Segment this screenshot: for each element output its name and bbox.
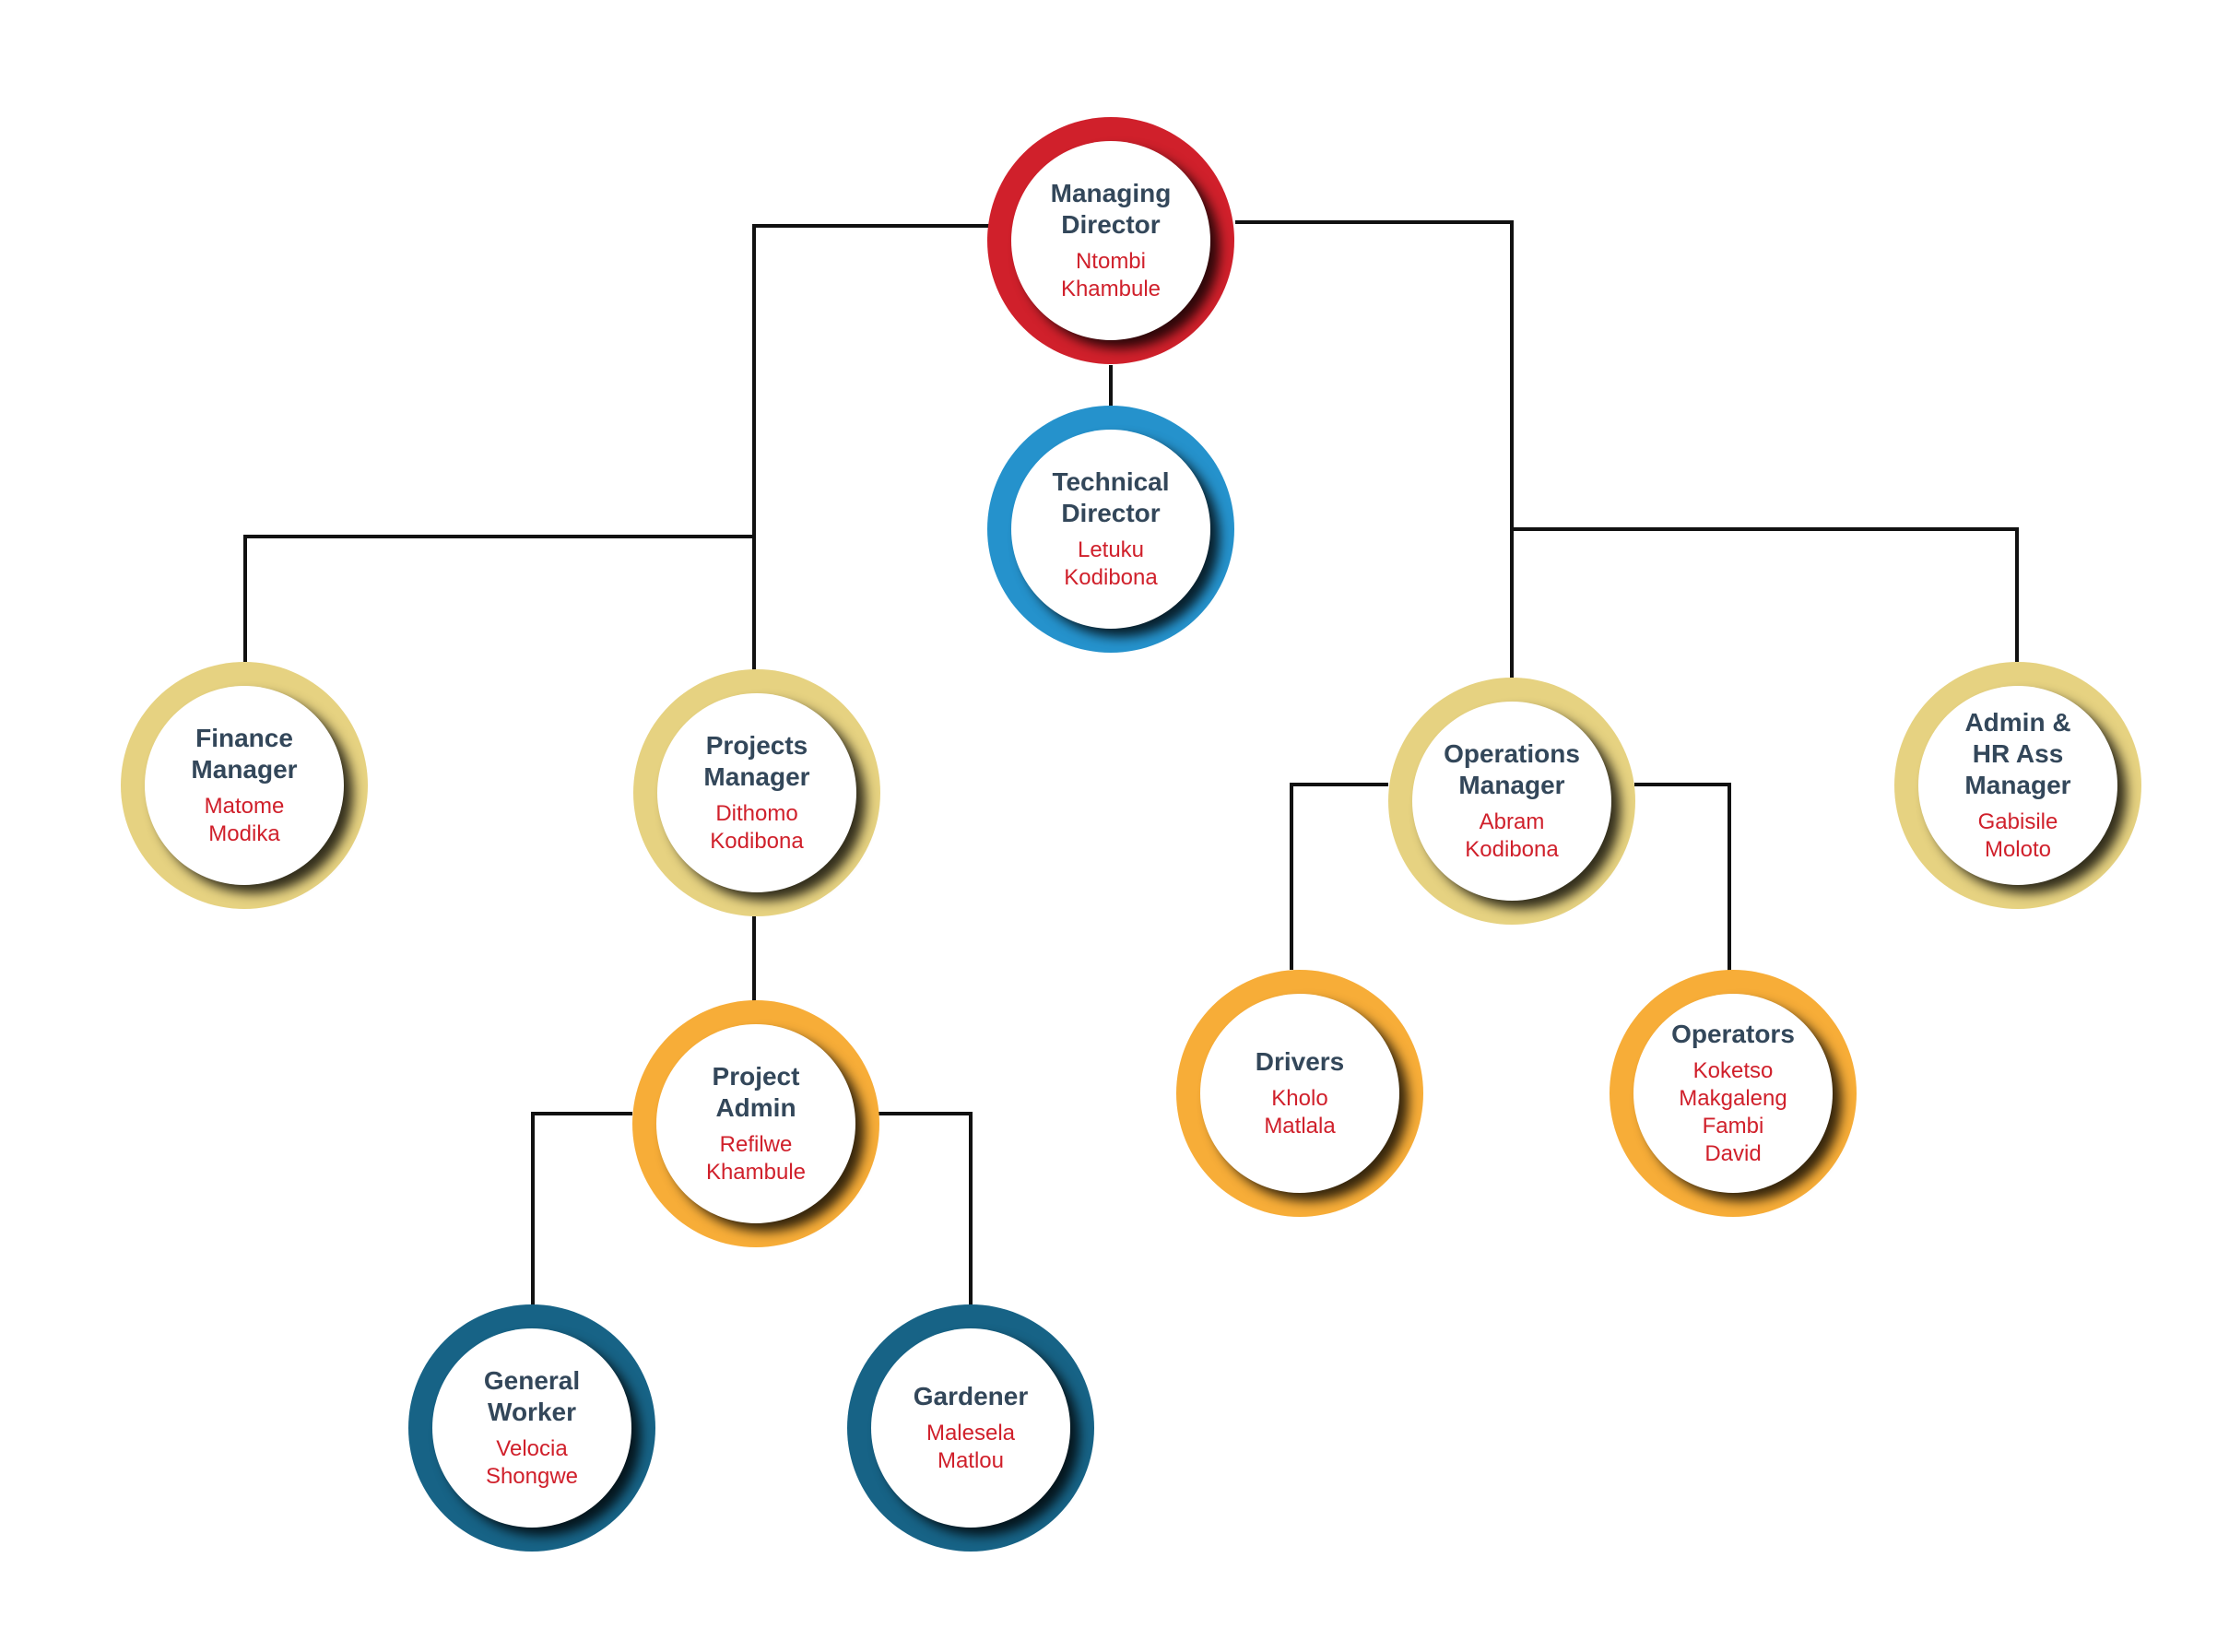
node-technical-director: Technical Director Letuku Kodibona	[987, 406, 1234, 653]
node-person: Ntombi Khambule	[1060, 249, 1162, 301]
node-drivers: Drivers Kholo Matlala	[1176, 970, 1423, 1217]
node-title: Admin & HR Ass Manager	[1964, 708, 2071, 799]
node-admin-hr-manager: Admin & HR Ass Manager Gabisile Moloto	[1894, 662, 2141, 909]
node-title: Projects Manager	[703, 731, 810, 791]
node-title: Technical Director	[1052, 467, 1170, 527]
node-project-admin: Project Admin Refilwe Khambule	[632, 1000, 879, 1247]
connector-admin-general	[531, 1112, 632, 1305]
node-gardener: Gardener Malesela Matlou	[847, 1304, 1094, 1552]
node-projects-manager: Projects Manager Dithomo Kodibona	[633, 669, 880, 916]
connector-admin-gardener	[878, 1112, 973, 1305]
node-title: Gardener	[913, 1382, 1029, 1410]
connector-ops-drivers	[1290, 783, 1388, 970]
node-title: Project Admin	[712, 1062, 800, 1122]
connector-admin-branch	[1512, 527, 2019, 662]
node-general-worker: General Worker Velocia Shongwe	[408, 1304, 655, 1552]
node-managing-director: Managing Director Ntombi Khambule	[987, 117, 1234, 364]
node-person: Refilwe Khambule	[705, 1132, 807, 1185]
connector-md-left	[752, 224, 989, 539]
node-operators: Operators Koketso Makgaleng Fambi David	[1610, 970, 1857, 1217]
node-title: Finance Manager	[191, 724, 298, 784]
node-person: Letuku Kodibona	[1064, 537, 1158, 590]
node-finance-manager: Finance Manager Matome Modika	[121, 662, 368, 909]
node-title: General Worker	[483, 1366, 581, 1426]
node-title: Managing Director	[1050, 179, 1172, 239]
node-person: Dithomo Kodibona	[710, 801, 804, 854]
connector-md-right	[1235, 220, 1514, 530]
node-person: Matome Modika	[204, 794, 285, 846]
node-person: Velocia Shongwe	[485, 1436, 579, 1489]
node-operations-manager: Operations Manager Abram Kodibona	[1388, 678, 1635, 925]
node-title: Drivers	[1255, 1047, 1345, 1076]
node-title: Operations Manager	[1444, 739, 1580, 799]
node-title: Operators	[1671, 1020, 1795, 1048]
connector-finance-branch	[243, 535, 754, 662]
connector-ops-operators	[1634, 783, 1731, 971]
node-person: Abram Kodibona	[1465, 809, 1559, 862]
node-person: Malesela Matlou	[926, 1421, 1016, 1473]
node-person: Kholo Matlala	[1264, 1086, 1336, 1139]
node-person: Gabisile Moloto	[1977, 809, 2058, 862]
node-person: Koketso Makgaleng Fambi David	[1679, 1058, 1787, 1166]
